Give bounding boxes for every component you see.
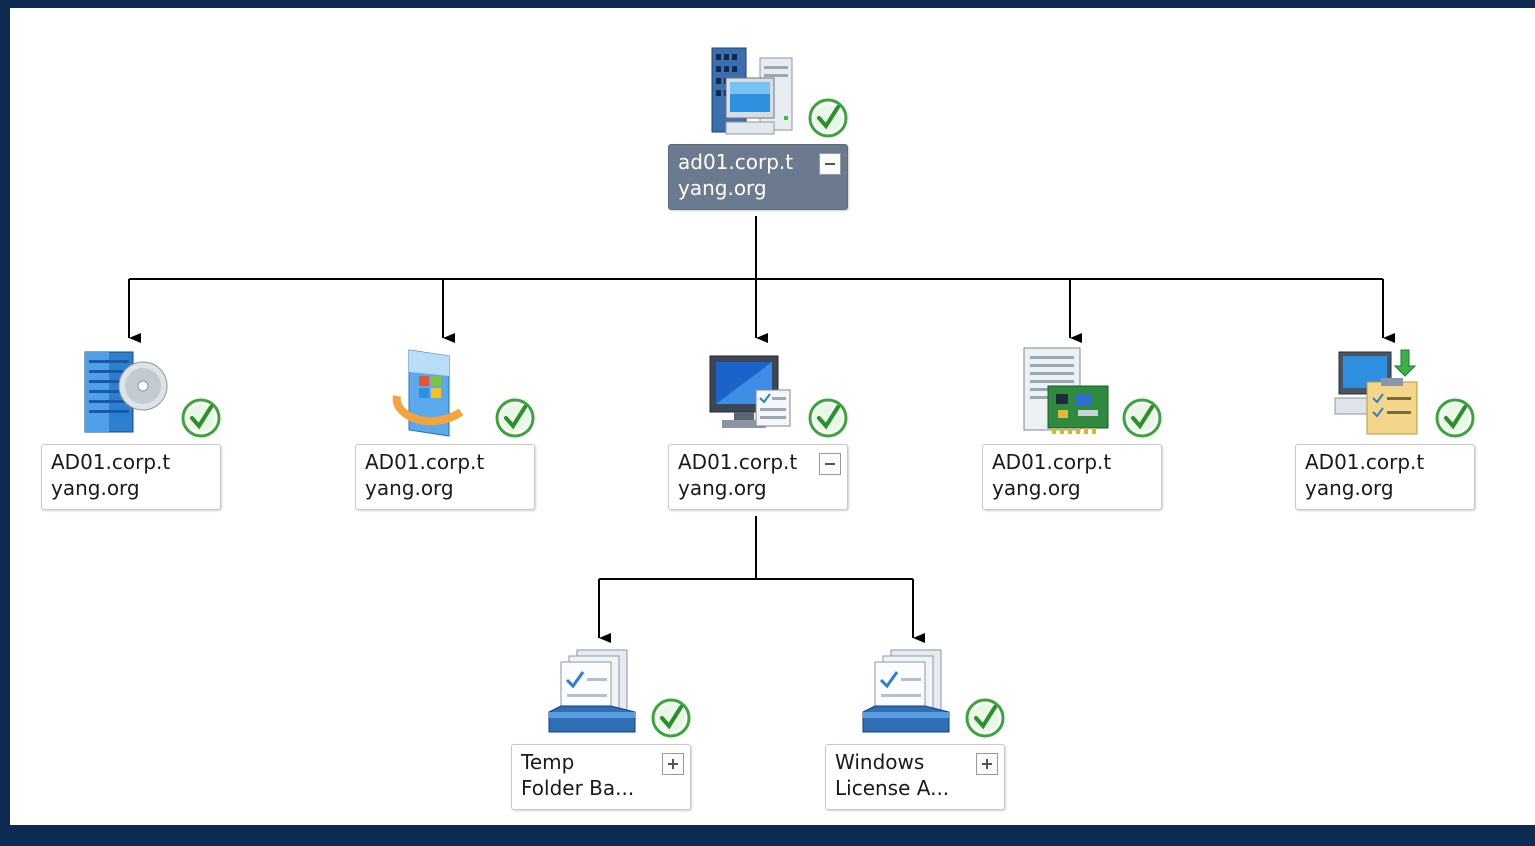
healthy-check-icon [651,698,691,738]
node-label-line1: AD01.corp.t [992,450,1112,474]
node-label-line2: Folder Ba... [521,776,635,800]
healthy-check-icon [495,398,535,438]
node-label[interactable]: AD01.corp.t yang.org [355,444,535,510]
hardware-components-icon [1018,346,1118,438]
minus-icon [825,163,835,165]
node-child-4[interactable]: AD01.corp.t yang.org [982,346,1164,546]
collapse-button[interactable] [819,453,841,475]
node-label-line1: AD01.corp.t [365,450,485,474]
computer-monitor-icon [704,346,804,438]
computer-group-icon [704,46,804,138]
healthy-check-icon [181,398,221,438]
node-label-line2: yang.org [992,476,1081,500]
node-child-5[interactable]: AD01.corp.t yang.org [1295,346,1477,546]
node-child-2[interactable]: AD01.corp.t yang.org [355,346,537,546]
node-label[interactable]: ad01.corp.t yang.org [668,144,848,210]
node-label-line1: AD01.corp.t [51,450,171,474]
node-label-line1: AD01.corp.t [678,450,798,474]
connector-lines [128,216,1395,643]
healthy-check-icon [808,398,848,438]
node-label-line2: License A... [835,776,950,800]
expand-button[interactable] [976,753,998,775]
diagram-canvas: ad01.corp.t yang.org [10,8,1535,825]
software-distribution-icon [1331,346,1431,438]
node-grandchild-2[interactable]: Windows License A... [825,646,1007,846]
minus-icon [825,463,835,465]
node-label[interactable]: AD01.corp.t yang.org [982,444,1162,510]
healthy-check-icon [808,98,848,138]
monitor-rollup-icon [861,646,961,738]
windows-os-icon [391,346,491,438]
node-label-line2: yang.org [51,476,140,500]
node-child-3[interactable]: AD01.corp.t yang.org [668,346,850,546]
node-label-line2: yang.org [365,476,454,500]
plus-icon [668,759,678,769]
node-label[interactable]: Windows License A... [825,744,1005,810]
node-label-line1: Windows [835,750,925,774]
node-root[interactable]: ad01.corp.t yang.org [668,46,850,246]
healthy-check-icon [1435,398,1475,438]
expand-button[interactable] [662,753,684,775]
node-grandchild-1[interactable]: Temp Folder Ba... [511,646,693,846]
node-label-line1: Temp [521,750,575,774]
healthy-check-icon [1122,398,1162,438]
node-label-line2: yang.org [678,476,767,500]
monitor-rollup-icon [547,646,647,738]
node-label[interactable]: Temp Folder Ba... [511,744,691,810]
node-label-line2: yang.org [1305,476,1394,500]
node-label[interactable]: AD01.corp.t yang.org [1295,444,1475,510]
node-label-line2: yang.org [678,176,767,200]
node-child-1[interactable]: AD01.corp.t yang.org [41,346,223,546]
healthy-check-icon [965,698,1005,738]
node-label[interactable]: AD01.corp.t yang.org [668,444,848,510]
node-label-line1: ad01.corp.t [678,150,794,174]
active-directory-dc-icon [77,346,177,438]
node-label-line1: AD01.corp.t [1305,450,1425,474]
plus-icon [982,759,992,769]
node-label[interactable]: AD01.corp.t yang.org [41,444,221,510]
collapse-button[interactable] [819,153,841,175]
